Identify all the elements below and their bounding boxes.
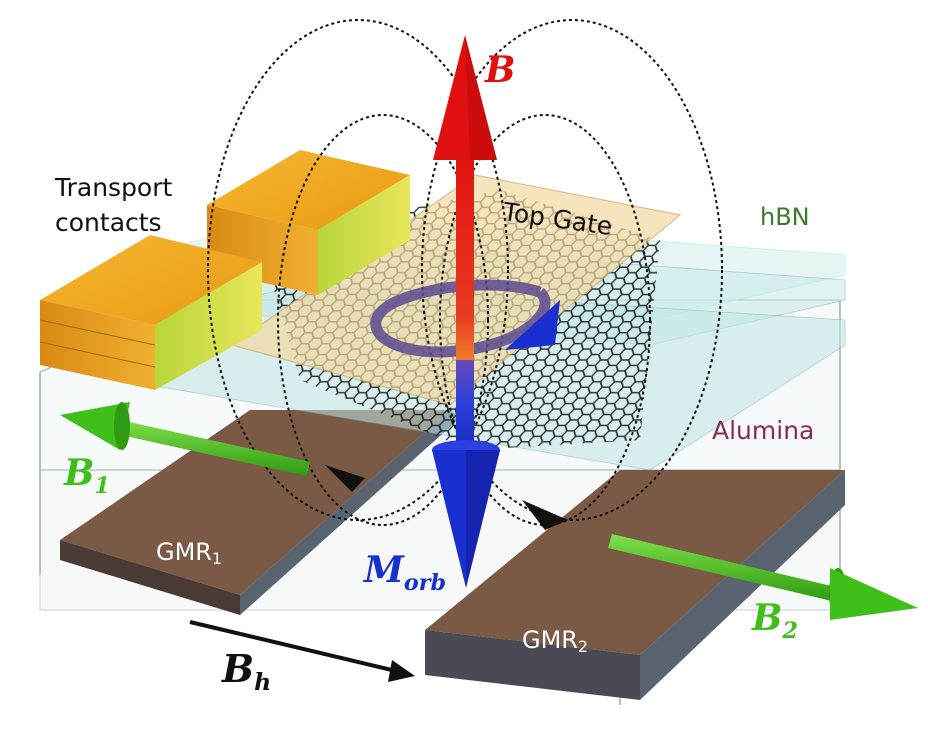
b1-subscript: 1 xyxy=(94,472,110,499)
field-arrowhead-left xyxy=(325,465,365,492)
b2-arrow xyxy=(608,534,918,620)
gmr2-subscript: 2 xyxy=(577,637,588,656)
m-orb-arrow xyxy=(432,360,500,588)
transport-contacts-line1: Transport xyxy=(55,173,173,202)
gmr2-text: GMR xyxy=(522,626,578,654)
gmr2-label: GMR2 xyxy=(522,628,588,655)
transport-contacts-line2: contacts xyxy=(55,208,162,237)
b2-label: B2 xyxy=(752,600,798,642)
transport-contact-front xyxy=(39,235,262,390)
gmr1-label: GMR1 xyxy=(156,540,222,567)
gmr1-text: GMR xyxy=(156,538,212,566)
b2-text: B xyxy=(752,597,783,639)
bh-text: B xyxy=(222,646,255,691)
bh-subscript: h xyxy=(254,668,272,697)
gmr1-subscript: 1 xyxy=(211,549,222,568)
dipole-field-lines xyxy=(207,19,723,526)
m-orb-subscript: orb xyxy=(403,569,447,596)
gmr1-strip xyxy=(60,410,460,615)
b1-arrow xyxy=(60,402,310,476)
bh-arrow xyxy=(189,620,415,682)
m-orb-text: M xyxy=(364,549,404,591)
hbn-label: hBN xyxy=(760,203,810,231)
b1-text: B xyxy=(64,452,95,494)
bh-label: Bh xyxy=(222,650,271,695)
field-arrowhead-right xyxy=(522,500,568,530)
b2-subscript: 2 xyxy=(782,617,798,644)
alumina-label: Alumina xyxy=(712,416,815,445)
transport-contacts-label: Transport contacts xyxy=(55,175,172,235)
b1-label: B1 xyxy=(64,455,110,497)
b-field-label: B xyxy=(485,49,516,91)
b-field-arrow xyxy=(433,35,497,370)
m-orb-label: Morb xyxy=(364,552,446,594)
gmr2-strip xyxy=(425,470,845,700)
